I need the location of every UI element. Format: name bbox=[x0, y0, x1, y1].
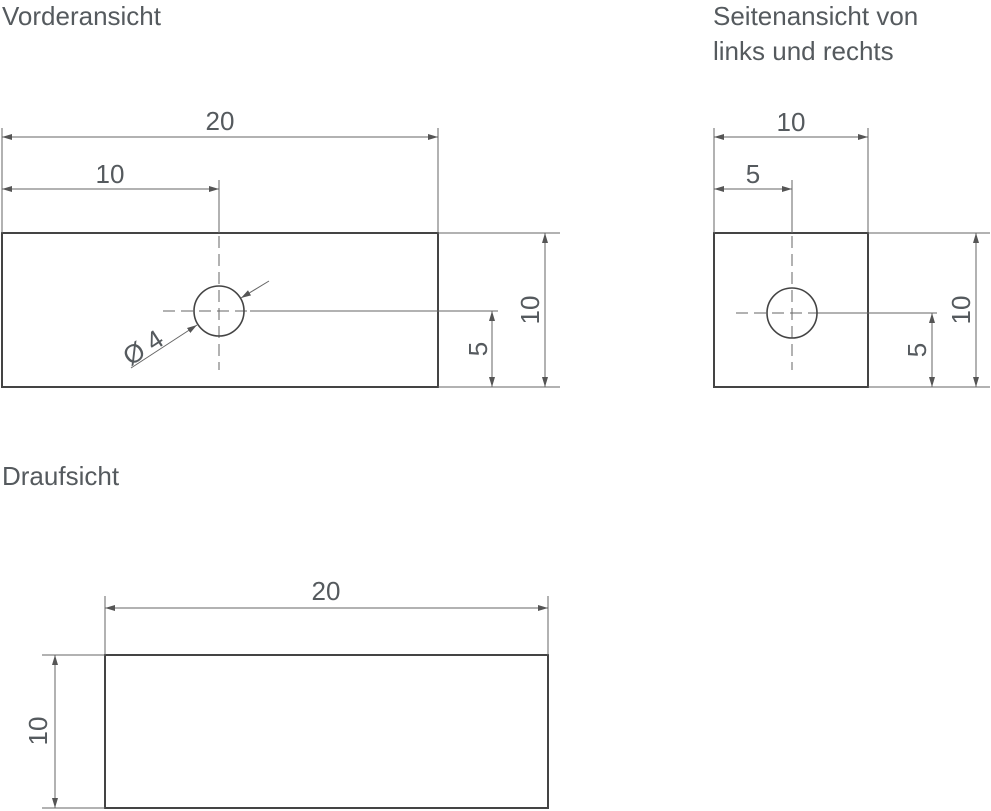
side-view-body bbox=[713, 232, 869, 388]
top-view-body bbox=[104, 654, 549, 809]
side-hole bbox=[766, 287, 818, 339]
side-view-title-line1: Seitenansicht von bbox=[713, 1, 918, 31]
front-dim-height-total: 10 bbox=[515, 296, 545, 325]
front-dim-height-half: 5 bbox=[463, 342, 493, 356]
front-view-body bbox=[1, 232, 439, 388]
top-view-title: Draufsicht bbox=[2, 461, 120, 491]
front-dim-width-half: 10 bbox=[96, 159, 125, 189]
side-view-title-line2: links und rechts bbox=[713, 36, 894, 66]
top-dim-height-total: 10 bbox=[23, 717, 53, 746]
side-dim-height-half: 5 bbox=[902, 343, 932, 357]
top-dim-width-total: 20 bbox=[312, 576, 341, 606]
side-dim-width-total: 10 bbox=[777, 107, 806, 137]
side-dim-height-total: 10 bbox=[946, 296, 976, 325]
side-view: Seitenansicht von links und rechts 10 5 … bbox=[713, 1, 990, 388]
front-view: Vorderansicht 20 10 Ø 4 5 10 bbox=[1, 1, 560, 388]
front-dia-leader-lower bbox=[130, 324, 198, 369]
front-dim-width-total: 20 bbox=[206, 106, 235, 136]
front-view-title: Vorderansicht bbox=[2, 1, 162, 31]
side-dim-width-half: 5 bbox=[746, 159, 760, 189]
top-view: Draufsicht 20 10 bbox=[2, 461, 549, 809]
front-hole bbox=[193, 285, 245, 337]
front-dia-leader-upper bbox=[240, 280, 270, 299]
front-dim-diameter: Ø 4 bbox=[117, 323, 168, 371]
